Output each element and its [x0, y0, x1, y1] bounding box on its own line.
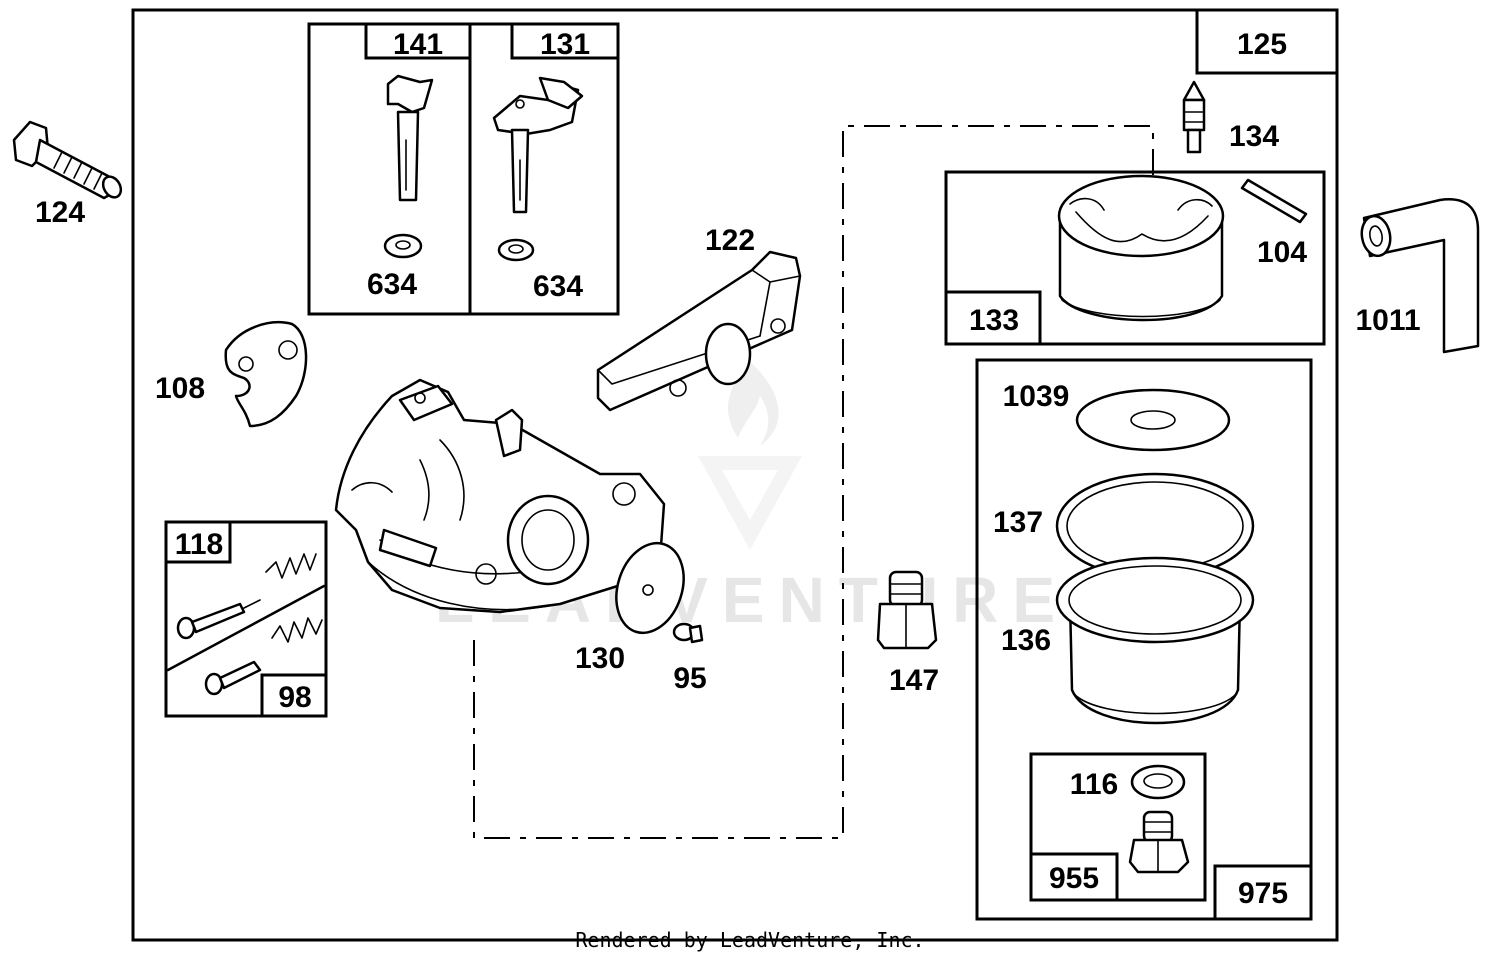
- idle-screw: [176, 599, 261, 640]
- washer-634-b: [497, 238, 535, 262]
- kit-118-tag: [164, 520, 232, 564]
- label-104: 104: [1257, 236, 1307, 269]
- kit-118-label: 118: [175, 528, 223, 561]
- frame-label: 125: [1237, 28, 1287, 61]
- label-137: 137: [993, 506, 1043, 539]
- kit-98-tag: [260, 673, 328, 718]
- kit-955-tag: [1029, 852, 1119, 902]
- kit-98-label: 98: [278, 681, 311, 714]
- choke-shaft-131: [492, 76, 584, 214]
- gasket-1039: [1075, 388, 1231, 452]
- label-634-a: 634: [367, 268, 417, 301]
- washer-634-a: [383, 233, 423, 259]
- kit-131-tag: [510, 22, 620, 60]
- washer-116: [1130, 764, 1186, 800]
- kit-141-tag: [364, 22, 472, 60]
- bolt-124: [12, 120, 123, 200]
- pin-104: [1240, 178, 1308, 224]
- throttle-shaft-141: [386, 74, 434, 202]
- kit-133-box: [944, 170, 1326, 346]
- bowl-136: [1055, 556, 1255, 725]
- kit-131-label: 131: [540, 28, 590, 61]
- spring-a: [265, 553, 317, 579]
- hose-1011: [1360, 198, 1480, 354]
- label-1011: 1011: [1355, 304, 1420, 337]
- screw-95: [672, 622, 704, 644]
- assembly-leader-line: [473, 125, 1154, 839]
- label-95: 95: [673, 662, 706, 695]
- label-147: 147: [889, 664, 939, 697]
- gasket-130: [615, 541, 685, 635]
- carburetor-body: [334, 378, 666, 614]
- footer-credit: Rendered by LeadVenture, Inc.: [575, 928, 924, 952]
- kit-975-box: [975, 358, 1313, 921]
- kit-975-tag: [1213, 864, 1313, 921]
- needle-134: [1182, 80, 1206, 154]
- label-122: 122: [705, 224, 755, 257]
- kit-955-label: 955: [1049, 862, 1099, 895]
- kit-118-box: [164, 520, 328, 718]
- label-134: 134: [1229, 120, 1279, 153]
- kit-133-tag: [944, 290, 1042, 346]
- plug-147: [876, 570, 938, 650]
- label-634-b: 634: [533, 270, 583, 303]
- kit-divider: [166, 584, 326, 672]
- kit-975-label: 975: [1238, 877, 1288, 910]
- label-124: 124: [35, 196, 85, 229]
- label-130: 130: [575, 642, 625, 675]
- spacer-122: [596, 250, 802, 412]
- plate-108: [224, 321, 308, 428]
- float-133: [1057, 174, 1225, 322]
- bowl-nut: [1128, 810, 1190, 874]
- label-108: 108: [155, 372, 205, 405]
- label-136: 136: [1001, 624, 1051, 657]
- mixture-screw: [204, 660, 262, 696]
- spring-b: [271, 617, 323, 643]
- kit-141-label: 141: [393, 28, 443, 61]
- diagram-frame: [131, 8, 1339, 942]
- label-1039: 1039: [1003, 380, 1070, 413]
- watermark-logo: [698, 360, 802, 550]
- label-116: 116: [1070, 768, 1118, 801]
- kit-133-label: 133: [969, 304, 1019, 337]
- frame-label-box: [1195, 8, 1339, 75]
